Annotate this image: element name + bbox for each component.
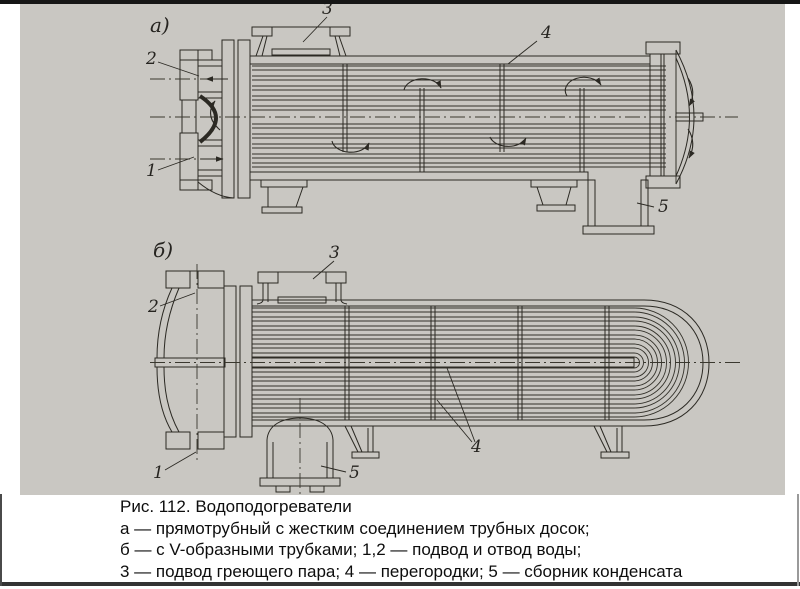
steam-nozzle-b — [256, 271, 348, 305]
callouts-a: а) 2 1 3 4 5 — [145, 4, 669, 217]
chamber-partition-a — [198, 94, 218, 144]
callout-2a: 2 — [145, 49, 157, 69]
callout-1b: 1 — [153, 463, 164, 483]
callouts-b: б) 2 1 3 4 5 — [147, 238, 482, 483]
steam-nozzle-a — [251, 26, 351, 57]
callout-5b: 5 — [349, 463, 360, 483]
figure-caption: Рис. 112. Водоподогреватели а — прямотру… — [0, 495, 800, 582]
callout-3a: 3 — [322, 4, 333, 19]
supports-a — [260, 179, 578, 214]
diagram-a-label: а) — [150, 13, 170, 37]
caption-line-3: б — с V-образными трубками; 1,2 — подвод… — [120, 540, 582, 560]
scanned-figure: а) 2 1 3 4 5 — [20, 4, 785, 495]
bottom-rule — [0, 582, 800, 586]
baffles-b — [344, 306, 610, 420]
callout-3b: 3 — [329, 243, 340, 263]
flow-arrows-a — [201, 76, 695, 162]
tube-sheet-b — [223, 285, 253, 438]
diagram-a: а) 2 1 3 4 5 — [145, 4, 738, 235]
right-rule — [797, 494, 799, 586]
centerlines-b — [150, 264, 742, 495]
tube-bundle-a — [252, 65, 666, 168]
caption-line-4: 3 — подвод греющего пара; 4 — перегородк… — [120, 561, 683, 581]
water-chamber-b — [154, 270, 226, 450]
diagram-b-label: б) — [153, 238, 173, 262]
diagram-b: б) 2 1 3 4 5 — [147, 238, 742, 495]
tube-sheet-a — [197, 39, 251, 199]
supports-b — [344, 425, 630, 459]
callout-4b: 4 — [470, 437, 482, 457]
condensate-collector-a — [582, 179, 655, 235]
callout-2b: 2 — [147, 297, 159, 317]
baffles-a — [342, 64, 585, 172]
callout-4a: 4 — [540, 23, 552, 43]
caption-line-1: Рис. 112. Водоподогреватели — [120, 497, 352, 516]
callout-5a: 5 — [658, 197, 669, 217]
chamber-turn-arrow — [208, 100, 221, 131]
top-rule — [0, 0, 800, 4]
water-chamber-a — [179, 49, 222, 191]
caption-line-2: а — прямотрубный с жестким соединением т… — [120, 518, 590, 538]
callout-1a: 1 — [146, 161, 157, 181]
left-rule — [0, 494, 2, 586]
